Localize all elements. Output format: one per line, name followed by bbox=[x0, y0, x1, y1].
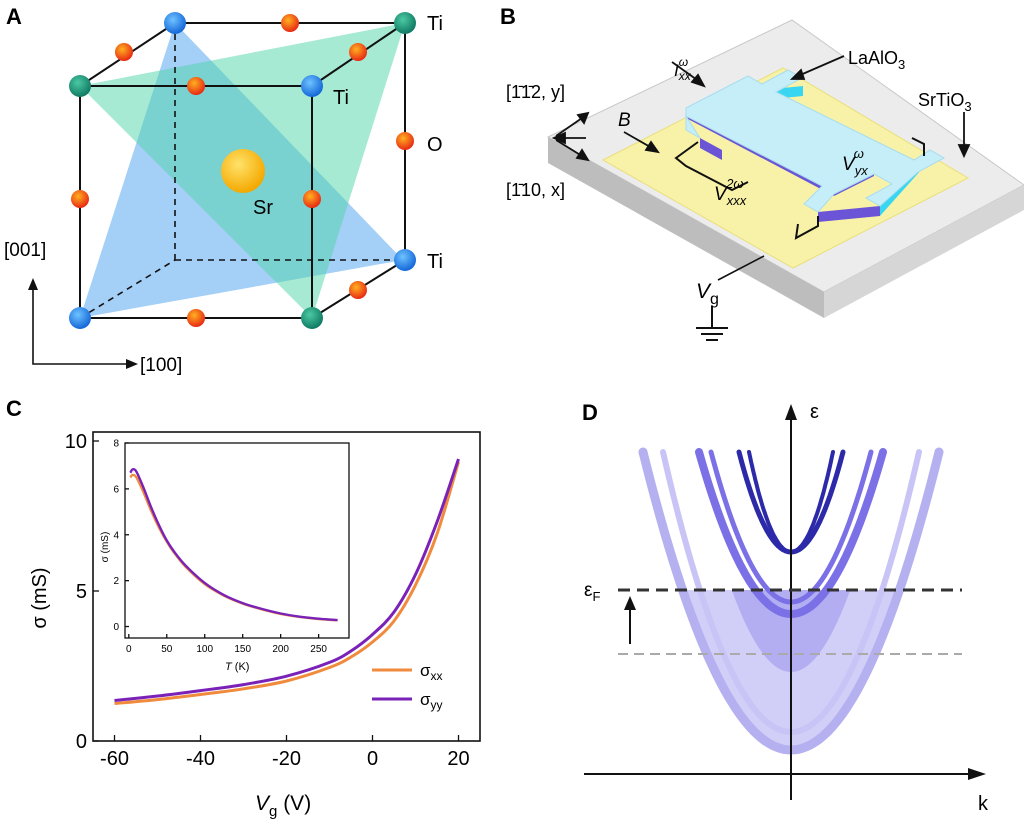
vxxx-label: Vxxx2ω bbox=[714, 176, 747, 208]
label-o: O bbox=[427, 134, 443, 156]
label-sr: Sr bbox=[253, 197, 273, 219]
legend-syy: σyy bbox=[420, 690, 443, 712]
ground-icon bbox=[696, 306, 728, 341]
series-line-syy bbox=[129, 467, 338, 622]
panel-label-d: D bbox=[582, 400, 598, 425]
y-tick-label: 8 bbox=[113, 439, 119, 450]
main-ylabel: σ (mS) bbox=[29, 567, 51, 628]
inset-frame bbox=[124, 442, 350, 639]
vg-label: Vg bbox=[696, 280, 719, 308]
current-label: Ixxω bbox=[674, 55, 692, 83]
inset-xlabel: T (K) bbox=[225, 661, 249, 673]
x-tick-label: 20 bbox=[447, 748, 469, 770]
inset-lines bbox=[129, 467, 338, 622]
arrow-up-icon bbox=[28, 278, 38, 290]
dir-y-label: [1̄1̄2, y] bbox=[506, 82, 565, 102]
k-arrow-icon bbox=[968, 768, 986, 780]
substrate-front bbox=[548, 137, 824, 318]
panel-label-b: B bbox=[500, 4, 516, 29]
x-tick-label: 0 bbox=[126, 644, 132, 655]
sr-atom bbox=[221, 149, 265, 193]
axis-001-label: [001] bbox=[4, 240, 46, 261]
x-tick-label: 250 bbox=[310, 644, 327, 655]
panel-label-c: C bbox=[6, 396, 22, 421]
substrate-label: SrTiO3 bbox=[918, 90, 972, 114]
y-tick-label: 0 bbox=[76, 731, 87, 753]
x-tick-label: 50 bbox=[161, 644, 173, 655]
b-field-label: B bbox=[618, 110, 631, 131]
annotation-arrows bbox=[551, 55, 971, 162]
y-tick-label: 10 bbox=[65, 431, 87, 453]
energy-arrow-icon bbox=[785, 404, 797, 420]
arrow-up-icon bbox=[624, 596, 636, 610]
panel-d: D ε k εF bbox=[582, 400, 989, 815]
series-line-sxx bbox=[114, 461, 460, 705]
axis-100-label: [100] bbox=[140, 355, 182, 376]
x-tick-label: 150 bbox=[234, 644, 251, 655]
k-label: k bbox=[978, 793, 989, 815]
film-label: LaAlO3 bbox=[848, 48, 905, 72]
x-tick-label: -60 bbox=[100, 748, 129, 770]
x-tick-label: 100 bbox=[196, 644, 213, 655]
y-tick-label: 6 bbox=[113, 484, 119, 495]
inset-ticks: 0 50 100 150 200 250 0 2 4 6 8 bbox=[113, 439, 327, 656]
x-tick-label: -20 bbox=[272, 748, 301, 770]
o-atoms bbox=[71, 14, 414, 327]
y-tick-label: 0 bbox=[113, 622, 119, 633]
x-tick-label: 0 bbox=[367, 748, 378, 770]
substrate-side bbox=[824, 185, 1024, 318]
panel-b: B [1̄1̄2, y] [1̄10, bbox=[500, 4, 1024, 341]
legend-sxx: σxx bbox=[420, 661, 443, 683]
y-tick-label: 2 bbox=[113, 576, 119, 587]
energy-label: ε bbox=[810, 401, 819, 423]
arrow-right-icon bbox=[126, 359, 138, 369]
axis-arrows bbox=[32, 288, 128, 365]
wires bbox=[674, 137, 925, 240]
legend: σxx σyy bbox=[372, 661, 443, 712]
panel-a: A Ti Ti O Sr Ti [0 bbox=[4, 4, 443, 376]
label-ti-mid: Ti bbox=[333, 87, 349, 109]
vyx-label: Vyxω bbox=[842, 146, 868, 178]
hidden-edges bbox=[79, 23, 405, 319]
y-tick-label: 5 bbox=[76, 581, 87, 603]
hall-bar bbox=[684, 69, 946, 222]
inset-ylabel: σ (mS) bbox=[100, 532, 111, 563]
series-line-syy bbox=[114, 458, 460, 702]
gate-lead bbox=[717, 255, 765, 281]
panel-label-a: A bbox=[6, 4, 22, 29]
dir-x-label: [1̄10, x] bbox=[506, 180, 565, 200]
y-tick-label: 4 bbox=[113, 530, 119, 541]
x-tick-label: -40 bbox=[186, 748, 215, 770]
label-ti-top: Ti bbox=[427, 13, 443, 35]
ti-atoms bbox=[69, 12, 416, 329]
main-xlabel: Vg (V) bbox=[255, 792, 311, 820]
x-tick-label: 200 bbox=[272, 644, 289, 655]
main-lines bbox=[114, 458, 460, 705]
fermi-label: εF bbox=[584, 580, 600, 604]
label-ti-bottom: Ti bbox=[427, 251, 443, 273]
